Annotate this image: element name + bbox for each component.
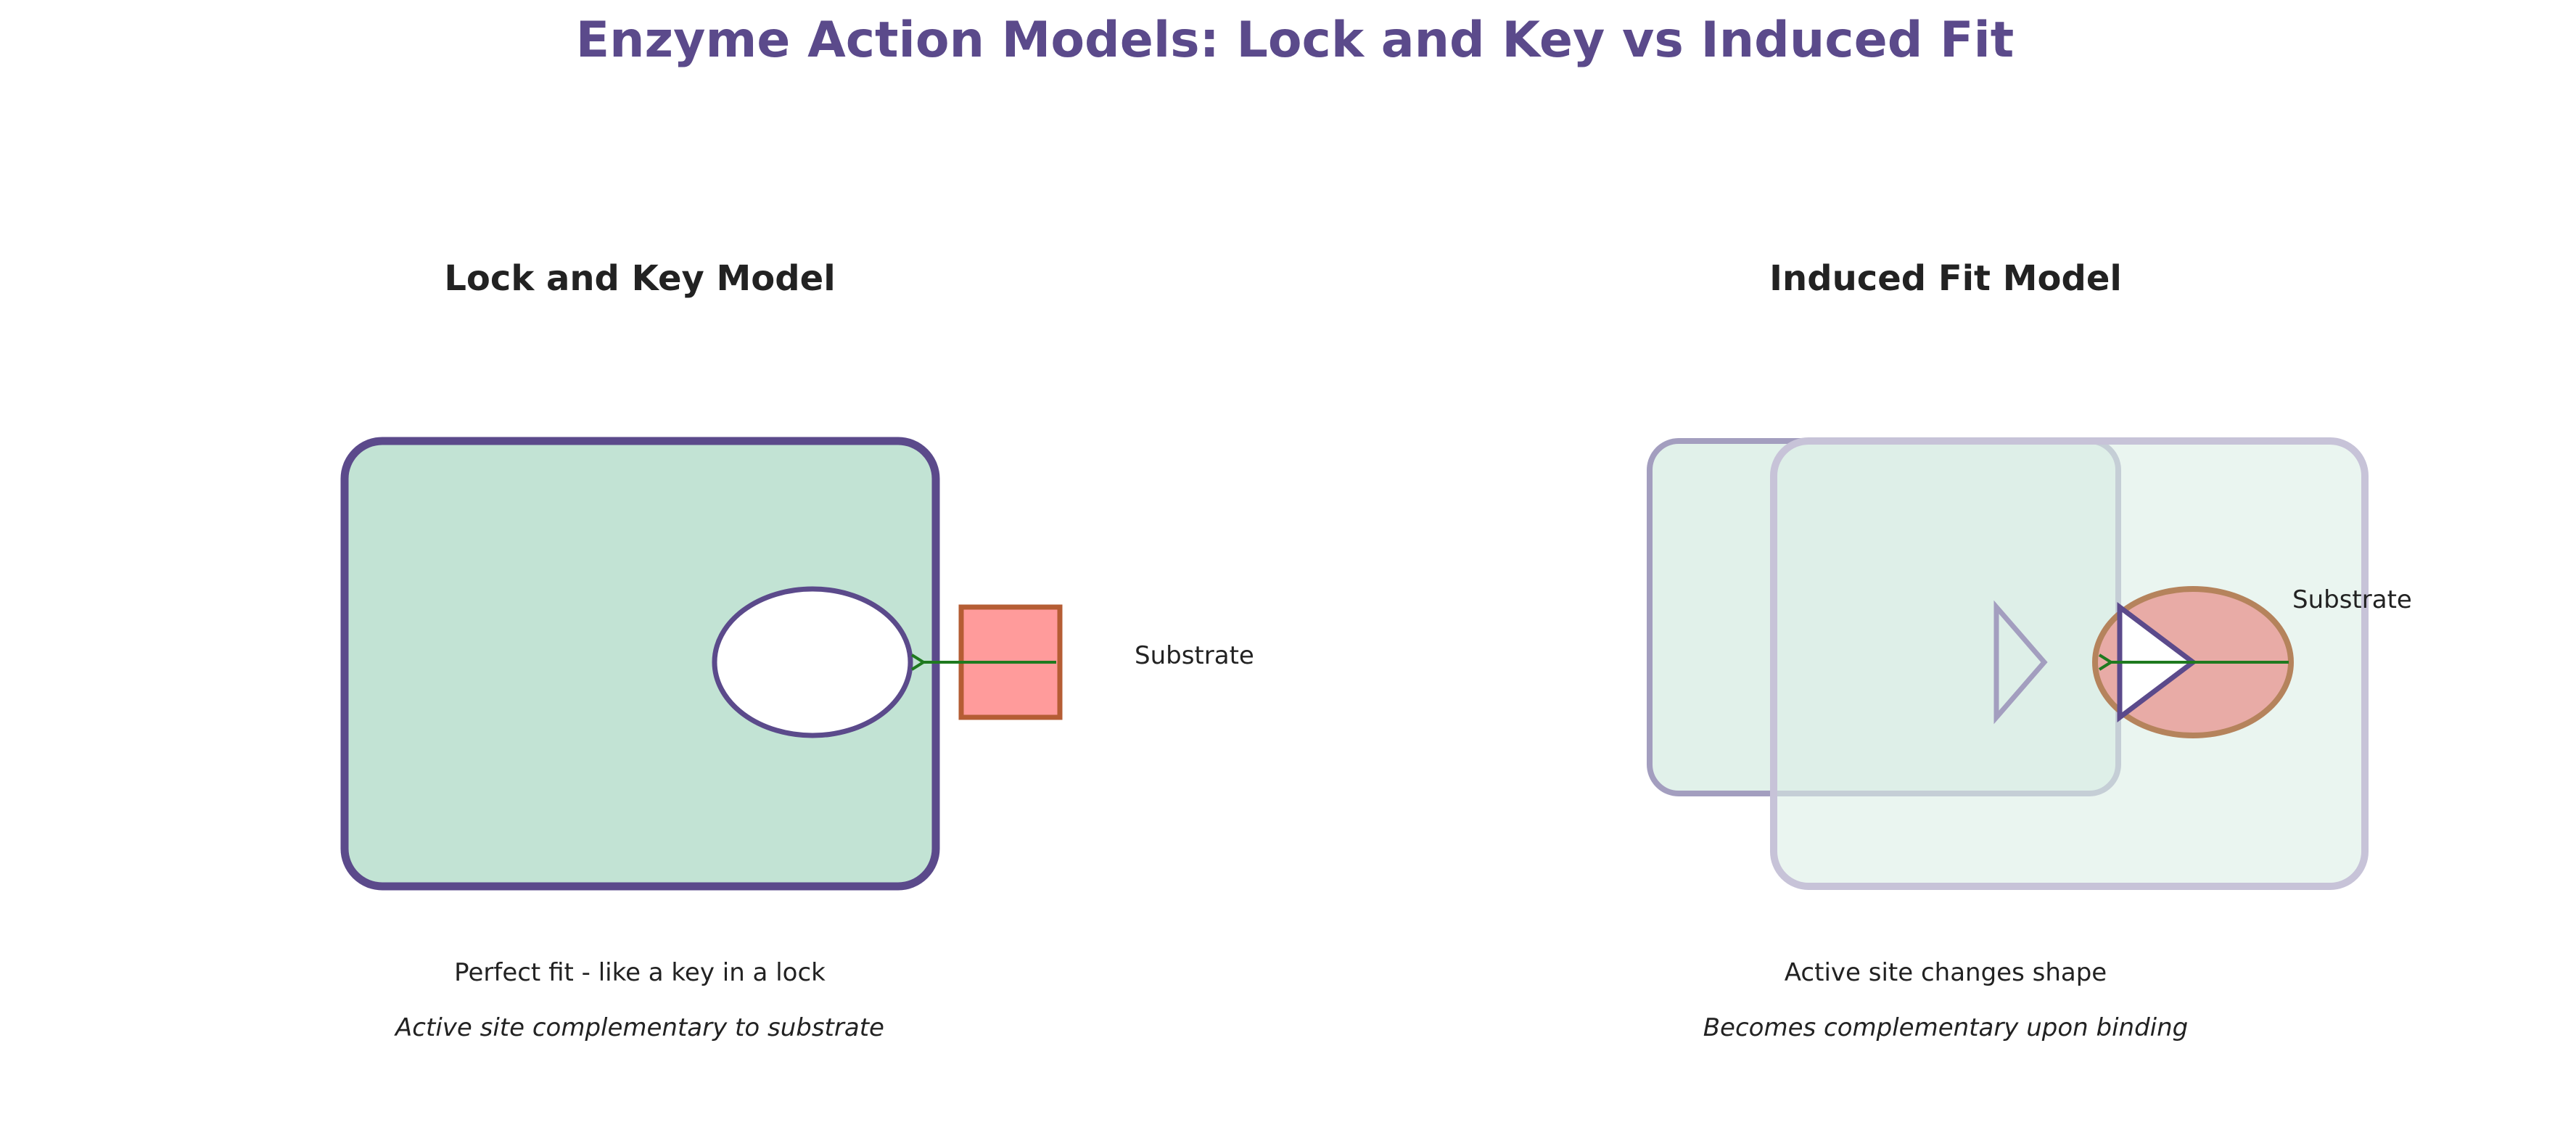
lock-and-key-panel: Lock and Key Model Substrate Perfect fit… — [340, 258, 1254, 1042]
active-site — [712, 586, 913, 738]
active-site-before — [1993, 600, 2048, 725]
page-title: Enzyme Action Models: Lock and Key vs In… — [576, 12, 2015, 69]
lock-and-key-caption: Perfect fit - like a key in a lock — [454, 958, 826, 987]
induced-fit-heading: Induced Fit Model — [1769, 258, 2122, 299]
induced-fit-subcaption: Becomes complementary upon binding — [1703, 1013, 2189, 1042]
lock-and-key-heading: Lock and Key Model — [444, 258, 835, 299]
enzyme-after-shape — [1770, 437, 2369, 890]
induced-fit-caption: Active site changes shape — [1785, 958, 2107, 987]
induced-substrate-label: Substrate — [2292, 585, 2412, 614]
lock-and-key-subcaption: Active site complementary to substrate — [394, 1013, 884, 1042]
substrate-label: Substrate — [1135, 641, 1254, 670]
induced-fit-panel: Induced Fit Model Substrate Active site … — [1647, 258, 2412, 1042]
